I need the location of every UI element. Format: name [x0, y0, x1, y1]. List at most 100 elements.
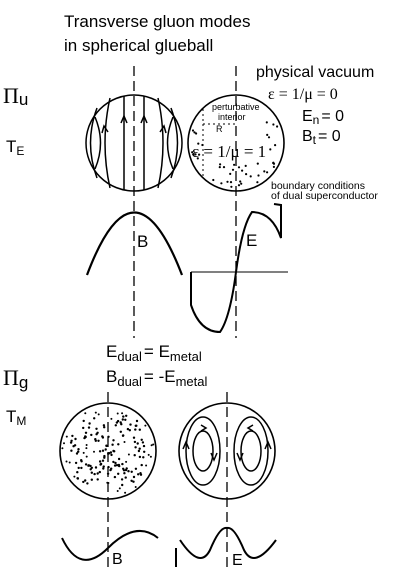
- dot: [133, 454, 136, 457]
- dot: [240, 182, 243, 185]
- t-m-symbol: TM: [6, 407, 26, 428]
- arrow-head: [210, 452, 218, 462]
- dot: [90, 433, 93, 437]
- dot: [77, 448, 80, 451]
- dot: [124, 476, 127, 479]
- e-curve-bottom: [175, 526, 277, 567]
- dot: [98, 470, 102, 474]
- figure-title: Transverse gluon modes in spherical glue…: [64, 12, 250, 55]
- dot: [61, 447, 64, 450]
- sphere-bottom-left-outline: [59, 402, 157, 500]
- dot: [123, 472, 126, 475]
- dot: [276, 125, 279, 128]
- title-line-1: Transverse gluon modes: [64, 12, 250, 31]
- dot: [233, 163, 236, 166]
- dot: [107, 482, 110, 484]
- dot: [132, 480, 135, 483]
- dot: [107, 435, 110, 438]
- field-line: [104, 97, 111, 189]
- dot: [196, 157, 199, 160]
- dot: [132, 436, 136, 439]
- dot: [140, 438, 143, 441]
- dot: [141, 441, 145, 444]
- dot: [127, 470, 130, 473]
- dot: [272, 161, 275, 164]
- dot: [80, 460, 83, 463]
- dot: [266, 171, 269, 174]
- dot: [133, 440, 137, 444]
- dot: [269, 148, 272, 151]
- dot: [149, 455, 152, 458]
- dot: [104, 448, 107, 451]
- loop-right-inner: [240, 430, 262, 472]
- bt-condition: Bt= 0: [302, 128, 341, 147]
- dot: [96, 431, 99, 434]
- arrow-head: [120, 114, 128, 124]
- plot-e-bottom: E: [175, 526, 277, 567]
- dot: [130, 470, 133, 473]
- dot: [123, 441, 126, 443]
- dot: [245, 173, 248, 176]
- dot: [112, 439, 115, 442]
- dot: [106, 472, 109, 475]
- dot: [86, 482, 89, 485]
- dot: [222, 166, 226, 169]
- dot: [112, 460, 115, 464]
- dot: [72, 445, 75, 448]
- arrow-head: [140, 114, 148, 124]
- e-label-top: E: [246, 231, 257, 250]
- dot: [138, 455, 142, 459]
- dot: [272, 123, 275, 126]
- dot: [76, 471, 79, 474]
- dot: [134, 446, 137, 449]
- dot: [152, 443, 155, 446]
- dot: [101, 435, 104, 438]
- dot: [116, 490, 119, 492]
- dot: [241, 169, 244, 172]
- dot: [121, 462, 124, 466]
- dot: [65, 435, 68, 438]
- dot: [65, 460, 68, 463]
- dot: [114, 461, 117, 465]
- dot: [107, 452, 110, 455]
- dot: [126, 427, 130, 431]
- dot: [138, 447, 141, 450]
- dot: [85, 444, 88, 446]
- dot: [71, 434, 74, 438]
- dot: [139, 473, 143, 476]
- title-line-2: in spherical glueball: [64, 36, 213, 55]
- field-loop: [166, 116, 174, 170]
- field-line: [170, 107, 179, 179]
- dot: [128, 429, 131, 432]
- dot: [94, 438, 97, 441]
- dot: [272, 165, 275, 168]
- e-dual-equation: Edual= Emetal: [106, 342, 202, 364]
- dot: [102, 467, 105, 470]
- dot: [135, 419, 139, 423]
- field-line: [89, 107, 98, 179]
- dot: [130, 479, 133, 482]
- dot: [110, 467, 113, 470]
- dot: [114, 424, 118, 427]
- dot: [244, 164, 247, 167]
- dot: [118, 487, 121, 490]
- dot: [145, 464, 148, 467]
- dot: [87, 464, 91, 467]
- dot: [143, 450, 146, 453]
- dot: [135, 424, 138, 427]
- en-condition: En= 0: [302, 108, 344, 127]
- arrow-head: [101, 124, 109, 134]
- dot: [229, 172, 232, 175]
- dot: [94, 411, 97, 414]
- vacuum-epsilon-equation: ε = 1/μ = 0: [268, 86, 338, 103]
- dot: [118, 464, 121, 468]
- dot: [77, 466, 80, 470]
- dot: [80, 466, 83, 470]
- dot: [195, 132, 198, 135]
- dot: [101, 449, 105, 452]
- dot: [115, 421, 119, 424]
- dot: [93, 472, 96, 476]
- dot: [82, 480, 85, 484]
- dot: [98, 450, 102, 453]
